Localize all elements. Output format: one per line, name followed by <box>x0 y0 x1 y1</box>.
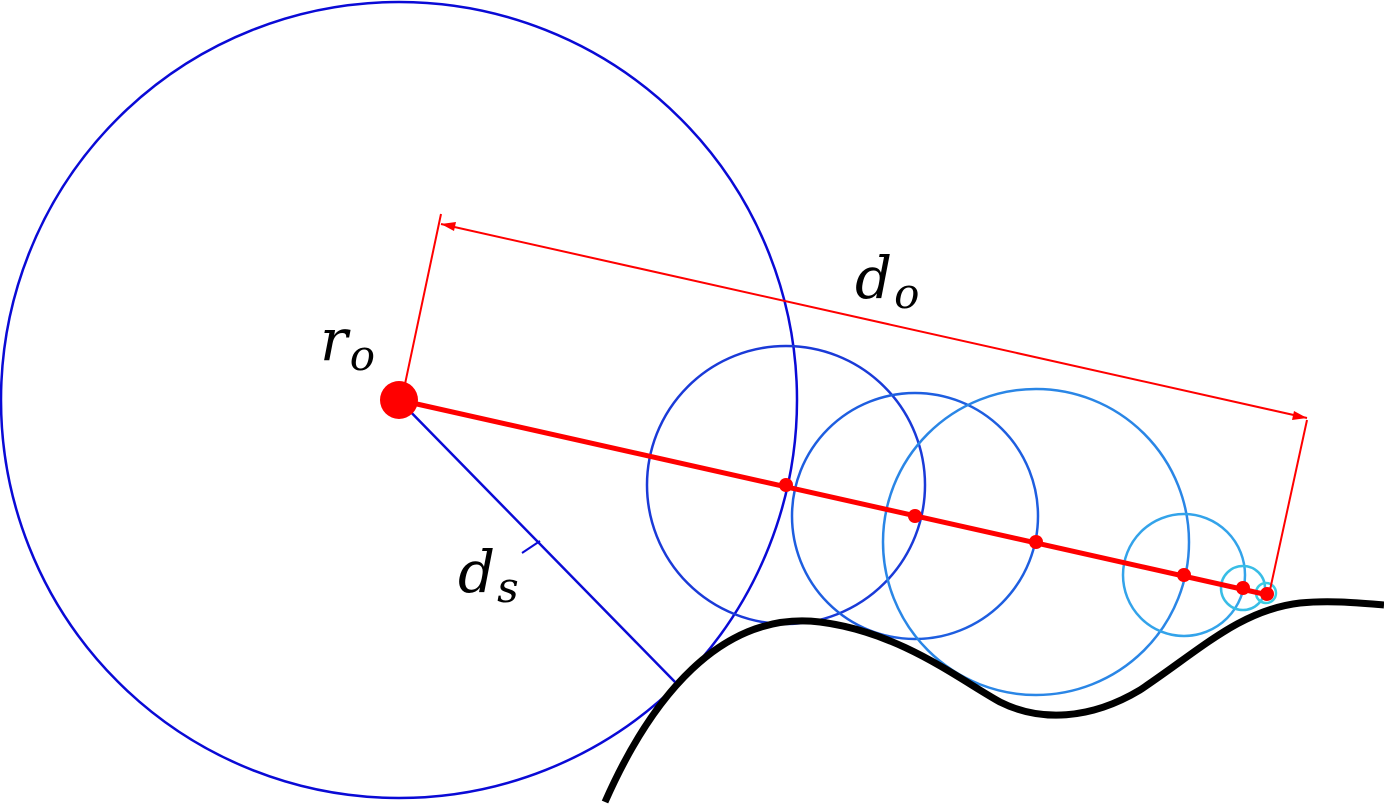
step-sphere-4 <box>1121 512 1247 638</box>
ray-point-2 <box>908 509 922 523</box>
ray-point-4 <box>1177 568 1191 582</box>
surface-curve <box>601 598 1384 804</box>
origin-distance-dimension <box>404 213 1308 591</box>
dimension-arrowhead-left <box>441 222 456 231</box>
origin-label: ro <box>320 306 375 380</box>
origin-label-main: r <box>320 306 351 374</box>
step-sphere-3 <box>881 387 1191 697</box>
ray-point-3 <box>1029 535 1043 549</box>
dimension-extension-right <box>1269 419 1308 591</box>
distance-o-label-main: d <box>855 244 892 312</box>
dimension-line <box>440 223 1308 419</box>
surface-distance-tick <box>521 540 541 554</box>
dimension-extension-left <box>404 213 442 385</box>
ray-line <box>398 397 1269 598</box>
ray-point-5 <box>1236 581 1250 595</box>
distance-o-label-sub: o <box>894 269 919 318</box>
dimension-arrowhead-right <box>1292 411 1307 420</box>
ray-point-1 <box>779 478 793 492</box>
surface-distance-line <box>398 399 676 683</box>
origin-label-sub: o <box>350 331 375 380</box>
step-sphere-2 <box>790 391 1040 641</box>
distance-s-label-sub: s <box>497 563 519 612</box>
distance-o-label: do <box>855 244 919 318</box>
distance-s-label-main: d <box>458 538 495 606</box>
distance-s-label: ds <box>458 538 519 612</box>
ray-point-6 <box>1260 587 1274 601</box>
initial-sphere <box>0 0 799 800</box>
step-spheres <box>645 344 1278 697</box>
ray-origin-point <box>380 381 418 419</box>
ray-step-points <box>779 478 1274 601</box>
